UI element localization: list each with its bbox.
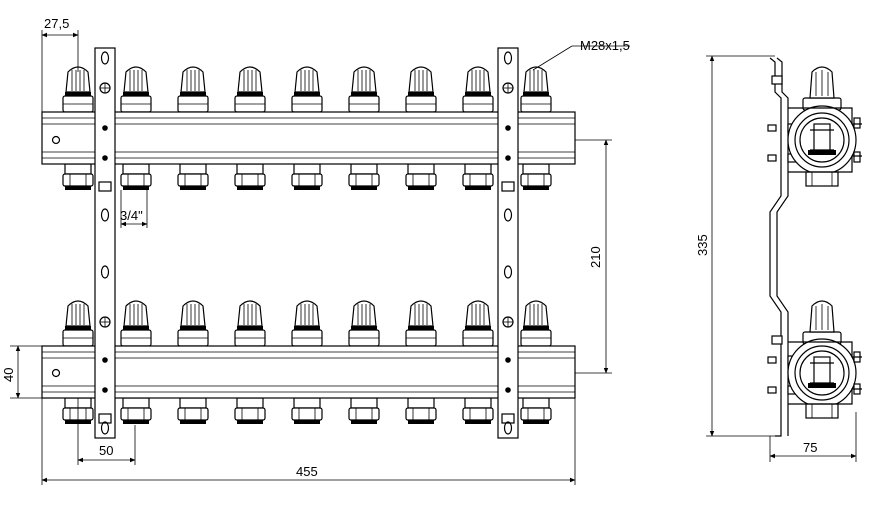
lower-valve [348,300,380,347]
lower-outlet [462,397,494,424]
dim-455-label: 455 [296,464,318,479]
upper-outlet [291,163,323,190]
lower-valve-row [62,300,552,347]
dimension-210: 210 [575,139,612,374]
upper-outlet [348,163,380,190]
lower-outlet [234,397,266,424]
upper-valve [120,66,152,113]
left-bracket [94,47,116,439]
dimension-335: 335 [695,55,775,437]
dimension-75: 75 [769,412,857,462]
lower-valve [177,300,209,347]
dimension-455: 455 [41,398,576,485]
dimension-3-4: 3/4" [120,190,148,228]
lower-valve [291,300,323,347]
upper-valve [291,66,323,113]
lower-outlet [291,397,323,424]
dim-210-label: 210 [588,246,603,268]
upper-valve [62,66,94,113]
dim-335-label: 335 [695,234,710,256]
side-lower-body [787,300,862,419]
dimension-40: 40 [1,345,42,399]
dim-40-label: 40 [1,368,16,382]
front-view [41,47,576,439]
upper-valve [234,66,266,113]
lower-outlet [405,397,437,424]
bracket-screw [771,335,783,345]
side-upper-body [787,66,862,187]
dimension-27-5: 27,5 [41,16,79,112]
upper-valve [405,66,437,113]
lower-manifold-bar [41,345,576,399]
lower-outlet [120,397,152,424]
upper-outlet [405,163,437,190]
lower-outlet [348,397,380,424]
upper-outlet [120,163,152,190]
dimension-50: 50 [77,398,136,465]
dim-50-label: 50 [99,443,113,458]
upper-outlet [520,163,552,190]
right-bracket [497,47,519,439]
upper-valve [177,66,209,113]
upper-valve [520,66,552,113]
upper-outlet [462,163,494,190]
upper-valve-row [62,66,552,113]
side-view [767,57,862,437]
upper-valve [348,66,380,113]
lower-valve [62,300,94,347]
upper-outlet [177,163,209,190]
bracket-screw [771,75,783,85]
upper-outlet-row [62,163,552,190]
lower-valve [520,300,552,347]
dim-27-5-label: 27,5 [44,16,69,31]
upper-outlet [62,163,94,190]
lower-valve [120,300,152,347]
lower-valve [234,300,266,347]
upper-outlet [234,163,266,190]
upper-manifold-bar [41,111,576,165]
lower-outlet-row [62,397,552,424]
lower-outlet [177,397,209,424]
dim-75-label: 75 [803,440,817,455]
lower-outlet [520,397,552,424]
upper-valve [462,66,494,113]
thread-label: M28x1,5 [580,38,630,53]
lower-valve [405,300,437,347]
lower-valve [462,300,494,347]
dimension-thread: M28x1,5 [532,38,630,71]
dim-3-4-label: 3/4" [120,208,143,223]
